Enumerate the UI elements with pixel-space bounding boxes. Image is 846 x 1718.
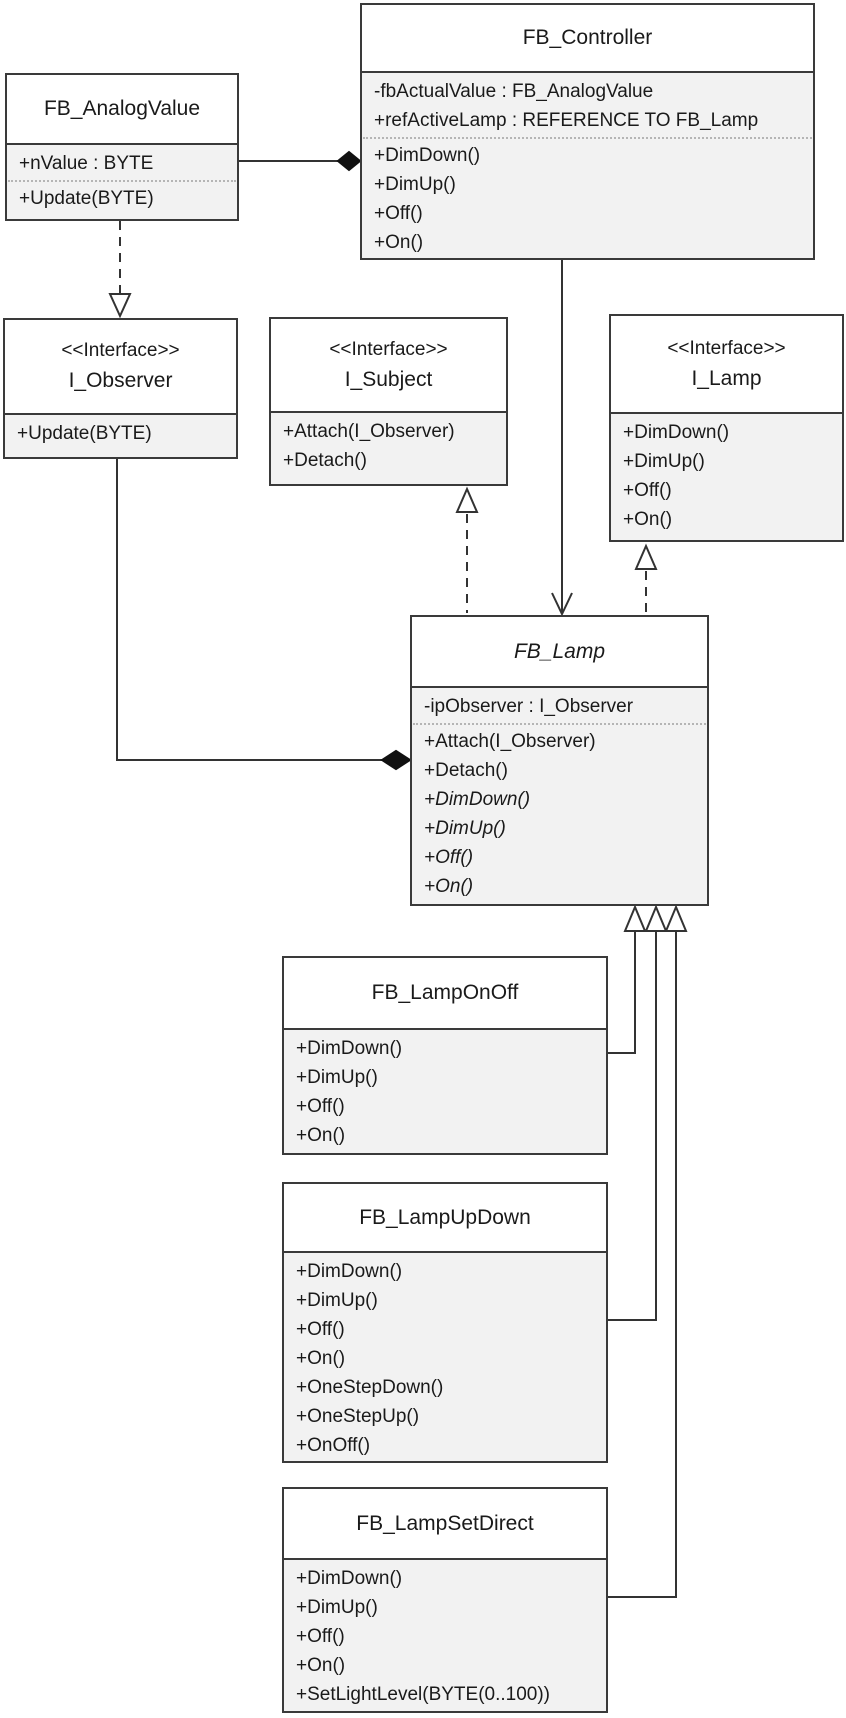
realization-triangle-icon — [108, 293, 132, 319]
association-open-arrow-icon — [551, 592, 573, 617]
composition-line-lamp-observer — [116, 459, 390, 761]
method: +DimUp() — [296, 1290, 378, 1311]
compartment-divider — [413, 723, 706, 725]
attributes-compartment: -ipObserver : I_Observer — [412, 692, 707, 721]
class-FB_LampOnOff: FB_LampOnOff +DimDown() +DimUp() +Off() +On… — [282, 956, 608, 1155]
method: +SetLightLevel(BYTE(0..100)) — [296, 1684, 550, 1705]
generalization-line-onoff-lamp — [608, 932, 636, 1054]
method: +DimDown() — [296, 1568, 403, 1589]
methods-compartment: +DimDown() +DimUp() +Off() +On() — [611, 418, 842, 534]
method: +On() — [296, 1655, 346, 1676]
method: +Off() — [623, 480, 672, 501]
method: +Detach() — [424, 760, 508, 781]
class-name: FB_LampUpDown — [359, 1205, 531, 1229]
composition-diamond-icon — [336, 150, 362, 172]
methods-compartment: +Update(BYTE) — [5, 419, 236, 448]
class-name: I_Subject — [344, 367, 433, 391]
method: +Update(BYTE) — [19, 188, 154, 209]
method: +Off() — [374, 203, 423, 224]
method: +DimUp() — [623, 451, 705, 472]
method: +Detach() — [283, 450, 367, 471]
generalization-triangle-icon — [664, 904, 688, 932]
class-name: FB_LampSetDirect — [356, 1511, 534, 1535]
generalization-line-updown-lamp — [608, 932, 657, 1321]
interface-I_Subject: <<Interface>> I_Subject +Attach(I_Observ… — [269, 317, 508, 486]
methods-compartment: +DimDown() +DimUp() +Off() +On() — [362, 141, 813, 257]
method: +DimUp() — [424, 818, 506, 839]
method: +On() — [374, 232, 424, 253]
compartment-divider — [363, 137, 812, 139]
class-FB_AnalogValue: FB_AnalogValue +nValue : BYTE +Update(BY… — [5, 73, 239, 221]
methods-compartment: +DimDown() +DimUp() +Off() +On() +SetLightLe… — [284, 1564, 606, 1709]
class-name: FB_AnalogValue — [43, 97, 201, 121]
attributes-compartment: +nValue : BYTE — [7, 149, 237, 178]
attribute: -fbActualValue : FB_AnalogValue — [374, 81, 654, 102]
class-FB_LampSetDirect: FB_LampSetDirect +DimDown() +DimUp() +Off(… — [282, 1487, 608, 1713]
method: +Off() — [296, 1096, 345, 1117]
method: +DimDown() — [296, 1261, 403, 1282]
class-FB_Lamp: FB_Lamp -ipObserver : I_Observer +Attach… — [410, 615, 709, 906]
method: +DimDown() — [374, 145, 481, 166]
attributes-compartment: -fbActualValue : FB_AnalogValue +refActiv… — [362, 77, 813, 135]
compartment-divider — [8, 180, 236, 182]
method: +DimUp() — [296, 1067, 378, 1088]
attribute: +refActiveLamp : REFERENCE TO FB_Lamp — [374, 110, 759, 131]
method: +Off() — [424, 847, 474, 868]
interface-stereotype: <<Interface>> — [61, 340, 180, 362]
realization-triangle-icon — [634, 543, 658, 570]
method: +Update(BYTE) — [17, 423, 152, 444]
attribute: +nValue : BYTE — [19, 153, 154, 174]
realization-triangle-icon — [455, 486, 479, 513]
method: +Attach(I_Observer) — [283, 421, 455, 442]
class-name: I_Lamp — [691, 366, 762, 390]
method: +On() — [623, 509, 673, 530]
class-FB_Controller: FB_Controller -fbActualValue : FB_Analog… — [360, 3, 815, 260]
class-name: FB_Controller — [522, 26, 653, 50]
class-FB_LampUpDown: FB_LampUpDown +DimDown() +DimUp() +Off() +O… — [282, 1182, 608, 1463]
methods-compartment: +DimDown() +DimUp() +Off() +On() — [284, 1034, 606, 1150]
method: +DimDown() — [296, 1038, 403, 1059]
methods-compartment: +DimDown() +DimUp() +Off() +On() +OneStepDow… — [284, 1257, 606, 1460]
method: +Off() — [296, 1626, 345, 1647]
generalization-triangle-icon — [623, 904, 647, 932]
method: +Attach(I_Observer) — [424, 731, 596, 752]
method: +OnOff() — [296, 1435, 371, 1456]
method: +DimDown() — [424, 789, 531, 810]
method: +DimDown() — [623, 422, 730, 443]
interface-stereotype: <<Interface>> — [329, 338, 448, 360]
method: +OneStepUp() — [296, 1406, 420, 1427]
generalization-triangle-icon — [644, 904, 668, 932]
method: +DimUp() — [374, 174, 456, 195]
composition-diamond-icon — [380, 749, 412, 771]
methods-compartment: +Update(BYTE) — [7, 184, 237, 213]
method: +On() — [296, 1125, 346, 1146]
methods-compartment: +Attach(I_Observer) +Detach() — [271, 417, 506, 475]
method: +On() — [424, 876, 474, 897]
class-name: FB_LampOnOff — [371, 981, 519, 1005]
method: +DimUp() — [296, 1597, 378, 1618]
method: +On() — [296, 1348, 346, 1369]
class-name: FB_Lamp — [513, 639, 606, 663]
interface-I_Observer: <<Interface>> I_Observer +Update(BYTE) — [3, 318, 238, 459]
class-name: I_Observer — [68, 369, 173, 393]
interface-I_Lamp: <<Interface>> I_Lamp +DimDown()+DimUp()+… — [609, 314, 844, 542]
generalization-line-setdirect-lamp — [608, 932, 677, 1598]
method: +OneStepDown() — [296, 1377, 444, 1398]
methods-compartment: +Attach(I_Observer) +Detach() +DimDown() +D… — [412, 727, 707, 901]
interface-stereotype: <<Interface>> — [667, 337, 786, 359]
method: +Off() — [296, 1319, 345, 1340]
attribute: -ipObserver : I_Observer — [424, 696, 634, 717]
